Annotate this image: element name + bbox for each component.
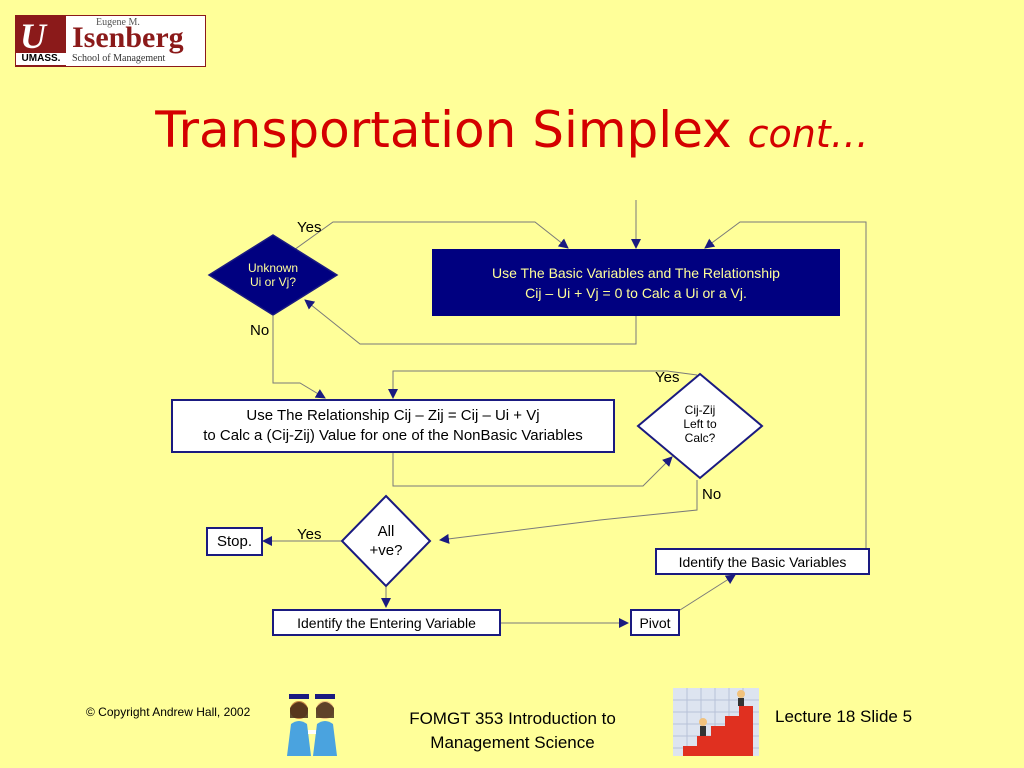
stairs-clipart [673, 688, 759, 756]
cz-decision-text: Cij-Zij Left to Calc? [683, 403, 717, 445]
isenberg-logo: U UMASS. Eugene M. Isenberg School of Ma… [15, 15, 206, 67]
label-no-unknown: No [250, 322, 270, 339]
entering-variable-box: Identify the Entering Variable [272, 609, 501, 636]
logo-eugene: Eugene M. [96, 17, 140, 28]
connector-pivot-to-identify [679, 574, 736, 611]
logo-name: Isenberg [72, 21, 184, 54]
footer-course: FOMGT 353 Introduction to Management Sci… [409, 709, 616, 752]
label-no-cz: No [702, 486, 722, 503]
connector-no-to-allpositive [439, 480, 698, 544]
logo-umass: UMASS. [16, 53, 66, 65]
logo-school: School of Management [72, 53, 166, 64]
footer-lecture: Lecture 18 Slide 5 [775, 707, 913, 726]
connector-nonbasic-to-cz [392, 453, 673, 487]
connector-basic-to-unknown [304, 299, 637, 345]
connector-no-to-nonbasic [272, 316, 326, 399]
label-yes-cz: Yes [655, 369, 680, 386]
label-yes-allpositive: Yes [297, 526, 322, 543]
connector-yes-to-basic [272, 221, 569, 266]
label-yes-unknown: Yes [297, 219, 322, 236]
footer-copyright: © Copyright Andrew Hall, 2002 [86, 705, 251, 719]
slide-title: Transportation Simplex cont… [0, 95, 1024, 169]
logo-u: U [20, 16, 46, 56]
connector-yes-loop [388, 370, 698, 399]
calc-nonbasic-box: Use The Relationship Cij – Zij = Cij – U… [171, 399, 615, 453]
decision-all-positive [340, 494, 432, 588]
unknown-decision-text: Unknown Ui or Vj? [247, 261, 299, 289]
all-positive-text: All +ve? [369, 523, 403, 559]
stop-box: Stop. [206, 527, 263, 556]
pivot-box: Pivot [630, 609, 680, 636]
calc-basic-box: Use The Basic Variables and The Relation… [432, 249, 840, 316]
umass-emblem: U UMASS. [16, 16, 66, 66]
title-main: Transportation Simplex [155, 101, 732, 159]
title-suffix: cont… [747, 112, 869, 156]
decision-unknown [207, 234, 339, 316]
identify-basic-box: Identify the Basic Variables [655, 548, 870, 575]
graduates-clipart [287, 694, 337, 756]
decision-cz-left [636, 372, 764, 480]
